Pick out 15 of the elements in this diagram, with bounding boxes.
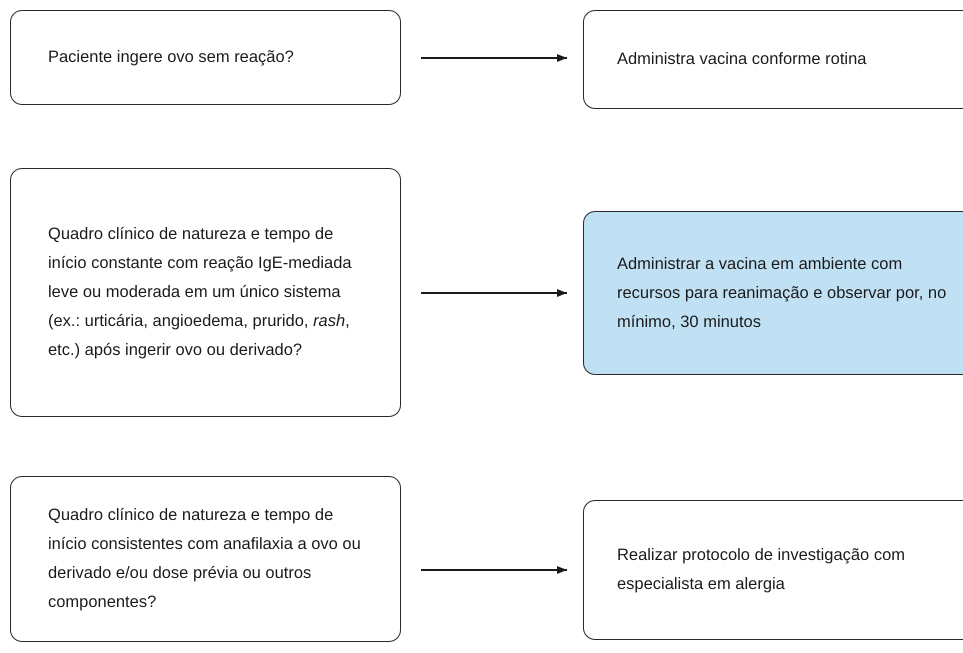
- arrow: [421, 289, 567, 297]
- process-box: [583, 500, 963, 640]
- process-box: [583, 10, 963, 109]
- box-text: Realizar protocolo de investigação com especialista em alergia: [617, 545, 906, 595]
- box-text: Administra vacina conforme rotina: [617, 49, 868, 70]
- process-box: [10, 476, 401, 642]
- process-box: [10, 168, 401, 417]
- process-box: [10, 10, 401, 105]
- box-text: Administrar a vacina em ambiente com recursos para reanimação e observar por, no mínimo, 30 minutos: [617, 254, 948, 332]
- box-text: Quadro clínico de natureza e tempo de início constante com reação IgE-mediada leve ou moderada em um único sistema (ex.: urticária, angioedema, prurido, rash, etc.) após ingerir ovo ou derivado?: [48, 224, 353, 361]
- arrow: [421, 566, 567, 574]
- box-text: Paciente ingere ovo sem reação?: [48, 47, 295, 68]
- process-box: [583, 211, 963, 375]
- box-text: Quadro clínico de natureza e tempo de início consistentes com anafilaxia a ovo ou derivado e/ou dose prévia ou outros componentes?: [48, 505, 362, 613]
- arrow: [421, 54, 567, 62]
